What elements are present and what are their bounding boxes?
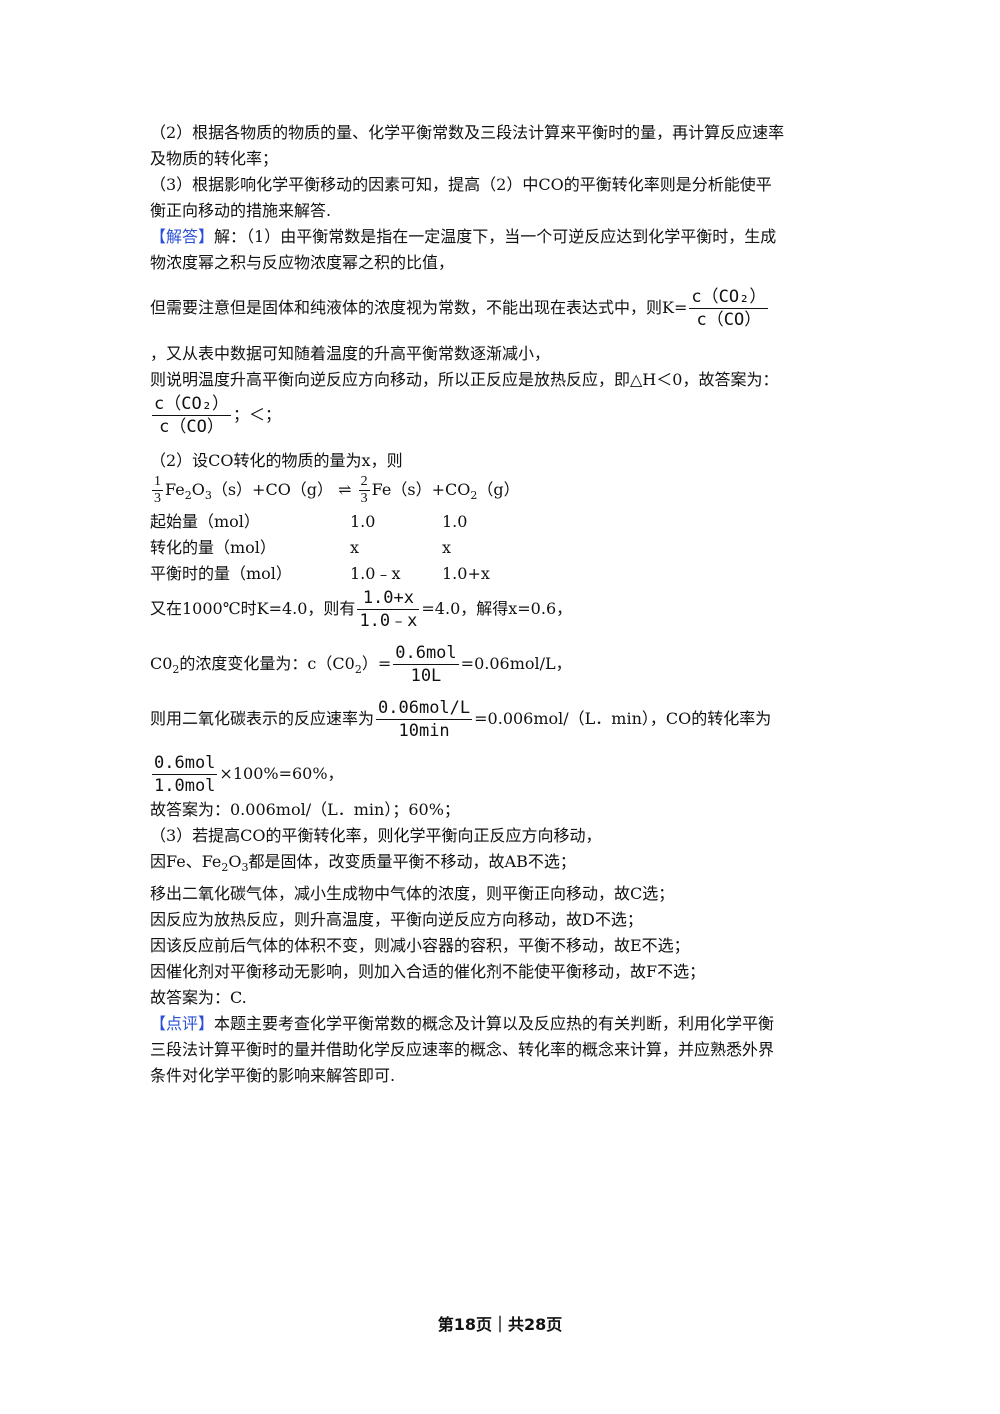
row-value: 1.0: [442, 512, 468, 532]
text-line: 因催化剂对平衡移动无影响，则加入合适的催化剂不能使平衡移动，故F不选；: [150, 962, 706, 982]
text-span: 都是固体，改变质量平衡不移动，故AB不选；: [248, 852, 576, 872]
table-row: 起始量（mol） 1.0 1.0: [150, 509, 850, 535]
fraction-numerator: 0.6mol: [152, 753, 218, 776]
text-span: Fe（s）+CO: [371, 480, 471, 499]
row-label: 起始量（mol）: [150, 512, 260, 532]
text-span: 因Fe、Fe: [150, 852, 222, 872]
fraction-denominator: c（CO）: [696, 310, 762, 330]
fraction-denominator: 1.0mol: [154, 776, 216, 797]
fraction-denominator: 1.0﹣x: [359, 611, 418, 632]
text-line: （3）根据影响化学平衡移动的因素可知，提高（2）中CO的平衡转化率则是分析能使平: [150, 175, 772, 194]
text-line: ，又从表中数据可知随着温度的升高平衡常数逐渐减小，: [150, 344, 551, 363]
equilibrium-arrow: ⇌: [338, 480, 352, 499]
answer-paragraph: 【解答】解：（1）由平衡常数是指在一定温度下，当一个可逆反应达到化学平衡时，生成: [150, 224, 850, 250]
text-line: （2）设CO转化的物质的量为x，则: [150, 451, 403, 470]
text-span: （s）+CO（g）: [211, 480, 334, 499]
answer1-fraction: c（CO₂）c（CO）: [152, 393, 231, 438]
text-span: ；＜；: [232, 405, 281, 424]
text-line: 故答案为：C.: [150, 988, 247, 1008]
text-span: ×100%=60%，: [219, 764, 344, 784]
fraction-denominator: c（CO）: [159, 417, 224, 437]
text-line: 衡正向移动的措施来解答.: [150, 201, 332, 220]
fraction-denominator: 10L: [410, 666, 442, 687]
fraction-numerator: 0.06mol/L: [376, 698, 473, 721]
text-line: （2）根据各物质的物质的量、化学平衡常数及三段法计算来平衡时的量，再计算反应速率: [150, 123, 785, 142]
fraction-denominator: 3: [154, 491, 161, 506]
text-span: ）=: [361, 654, 392, 674]
text-span: C0: [150, 654, 173, 674]
row-label: 平衡时的量（mol）: [150, 564, 292, 584]
text-span: =4.0，解得x=0.6，: [421, 599, 573, 619]
row-value: 1.0﹣x: [350, 564, 401, 584]
row-value: 1.0: [350, 512, 376, 532]
k-expression-line: 但需要注意但是固体和纯液体的浓度视为常数，不能出现在表达式中，则K=c（CO₂）…: [150, 286, 850, 331]
text-line: 三段法计算平衡时的量并借助化学反应速率的概念、转化率的概念来计算，并应熟悉外界: [150, 1040, 775, 1060]
text-span: 本题主要考查化学平衡常数的概念及计算以及反应热的有关判断，利用化学平衡: [214, 1014, 775, 1034]
text-line: 物浓度幂之积与反应物浓度幂之积的比值，: [150, 253, 455, 272]
fraction-denominator: 10min: [398, 721, 450, 742]
row-label: 转化的量（mol）: [150, 538, 276, 558]
page-footer: 第18页｜共28页: [437, 1315, 563, 1334]
text-span: 又在1000℃时K=4.0，则有: [150, 599, 356, 619]
fraction-numerator: c（CO₂）: [689, 287, 769, 309]
fraction-denominator: 3: [360, 491, 368, 506]
fraction-numerator: 2: [358, 474, 370, 491]
k-fraction: c（CO₂）c（CO）: [689, 286, 769, 331]
text-line: （3）若提高CO的平衡转化率，则化学平衡向正反应方向移动，: [150, 826, 602, 846]
text-line: 因反应为放热反应，则升高温度，平衡向逆反应方向移动，故D不选；: [150, 910, 643, 930]
solution-body: （2）根据各物质的物质的量、化学平衡常数及三段法计算来平衡时的量，再计算反应速率…: [150, 120, 850, 1089]
review-tag: 【点评】: [150, 1014, 215, 1034]
fraction-numerator: 0.6mol: [393, 643, 459, 666]
text-span: 但需要注意但是固体和纯液体的浓度视为常数，不能出现在表达式中，则K=: [150, 298, 688, 317]
table-row: 转化的量（mol） x x: [150, 535, 850, 561]
row-value: x: [350, 538, 360, 558]
text-span: =0.006mol/（L．min），CO的转化率为: [474, 709, 772, 729]
text-line: 因Fe、Fe2O3都是固体，改变质量平衡不移动，故AB不选；: [150, 852, 576, 875]
text-span: （g）: [477, 480, 520, 499]
text-span: 解：（1）由平衡常数是指在一定温度下，当一个可逆反应达到化学平衡时，生成: [214, 227, 777, 246]
row-value: x: [442, 538, 452, 558]
table-row: 平衡时的量（mol） 1.0﹣x 1.0+x: [150, 561, 850, 587]
answer-tag: 【解答】: [150, 227, 215, 246]
fraction-numerator: 1: [152, 474, 163, 491]
answer1-line: c（CO₂）c（CO）；＜；: [150, 393, 850, 438]
text-line: 故答案为：0.006mol/（L．min）；60%；: [150, 800, 460, 820]
text-line: 则说明温度升高平衡向逆反应方向移动，所以正反应是放热反应，即△H＜0，故答案为：: [150, 370, 779, 389]
text-span: =0.06mol/L，: [460, 654, 572, 674]
text-span: 则用二氧化碳表示的反应速率为: [150, 709, 375, 729]
text-line: 因该反应前后气体的体积不变，则减小容器的容积，平衡不移动，故E不选；: [150, 936, 690, 956]
fraction-numerator: c（CO₂）: [152, 394, 231, 416]
text-line: 条件对化学平衡的影响来解答即可.: [150, 1066, 396, 1086]
text-line: 移出二氧化碳气体，减小生成物中气体的浓度，则平衡正向移动，故C选；: [150, 884, 675, 904]
fraction-numerator: 1.0+x: [357, 587, 420, 611]
review-paragraph: 【点评】本题主要考查化学平衡常数的概念及计算以及反应热的有关判断，利用化学平衡: [150, 1011, 850, 1037]
text-span: 的浓度变化量为：c（C0: [179, 654, 355, 674]
text-line: 及物质的转化率；: [150, 149, 279, 168]
row-value: 1.0+x: [442, 564, 490, 584]
